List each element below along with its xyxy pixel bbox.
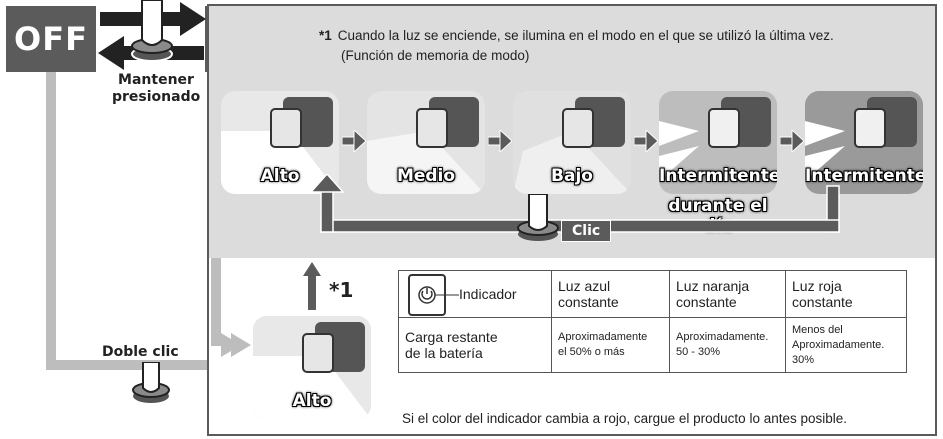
row-value: 50 - 30% [676,346,721,358]
mode-cycle-area: *1 Cuando la luz se enciende, se ilumina … [209,6,935,258]
note-line1: Cuando la luz se enciende, se ilumina en… [337,28,834,43]
click-finger-icon [517,194,559,241]
note-line2: (Función de memoria de modo) [341,48,530,63]
header-value: constante [792,294,853,310]
indicator-header-cell: Indicador [398,270,552,318]
mode-bajo: Bajo [513,91,631,194]
off-label: OFF [14,20,88,58]
note-marker: *1 [319,28,332,43]
row-value: el 50% o más [558,346,625,358]
header-value: constante [558,294,619,310]
click-label: Clic [572,223,601,239]
mode-intermitente-dia: Intermitente [659,91,777,194]
double-click-label: Doble clic [102,344,179,360]
indicator-label: Indicador [459,286,517,302]
off-path-line [46,72,56,370]
on-panel: *1 Cuando la luz se enciende, se ilumina … [207,4,937,436]
header-value: Luz azul [558,278,611,294]
mode-label-intermitente-dia: Intermitente [659,167,777,186]
memory-marker: *1 [329,278,354,302]
light-device-icon [513,91,631,194]
row-value: Aproximadamente [558,331,648,343]
path-arrow-icon [221,333,251,357]
table-cell: Aproximadamente el 50% o más [551,317,670,373]
row-value: Menos del [792,323,843,336]
mode-label-bajo: Bajo [551,166,593,186]
mode-label-medio: Medio [396,166,456,186]
next-arrow-icon [780,130,804,152]
mode-memory-alto: Alto [253,316,371,419]
power-indicator-icon [408,274,459,316]
hold-label-line2: presionado [112,89,201,105]
mode-alto: Alto [221,91,339,194]
mode-label-day-line1: Intermitente [659,166,777,186]
hold-label-line1: Mantener [118,72,194,88]
footer-note: Si el color del indicador cambia a rojo,… [402,411,848,426]
row-label: de la batería [405,345,483,361]
next-arrow-icon [634,130,658,152]
flashing-device-icon [805,91,923,194]
mode-intermitente: Intermitente [805,91,923,194]
mode-label-intermitente: Intermitente [805,166,923,186]
hold-arrows-icon [98,0,206,70]
mode-label-memory-alto: Alto [292,391,332,411]
next-arrow-icon [342,130,366,152]
mode-medio: Medio [367,91,485,194]
next-arrow-icon [488,130,512,152]
table-cell: Aproximadamente. 50 - 30% [669,317,786,373]
double-click-finger-icon [132,362,170,403]
light-device-icon [367,91,485,194]
row-value: Aproximadamente. [676,331,769,343]
memory-note: *1 Cuando la luz se enciende, se ilumina … [319,26,834,66]
row-value: Aproximadamente. 30% [792,338,885,366]
up-arrow-icon [303,262,321,310]
memory-path-line [211,258,221,346]
row-label: Carga restante [405,329,498,345]
mode-label-alto: Alto [260,166,300,186]
click-badge: Clic [561,220,612,242]
header-value: Luz roja [792,278,842,294]
hold-label: Mantener presionado [112,72,200,106]
flashing-device-icon [659,91,777,194]
off-bottom-path-line [46,360,226,370]
header-value: constante [676,294,737,310]
light-device-icon [221,91,339,194]
off-state: OFF [6,6,96,72]
header-value: Luz naranja [676,278,750,294]
light-device-icon [253,316,371,419]
